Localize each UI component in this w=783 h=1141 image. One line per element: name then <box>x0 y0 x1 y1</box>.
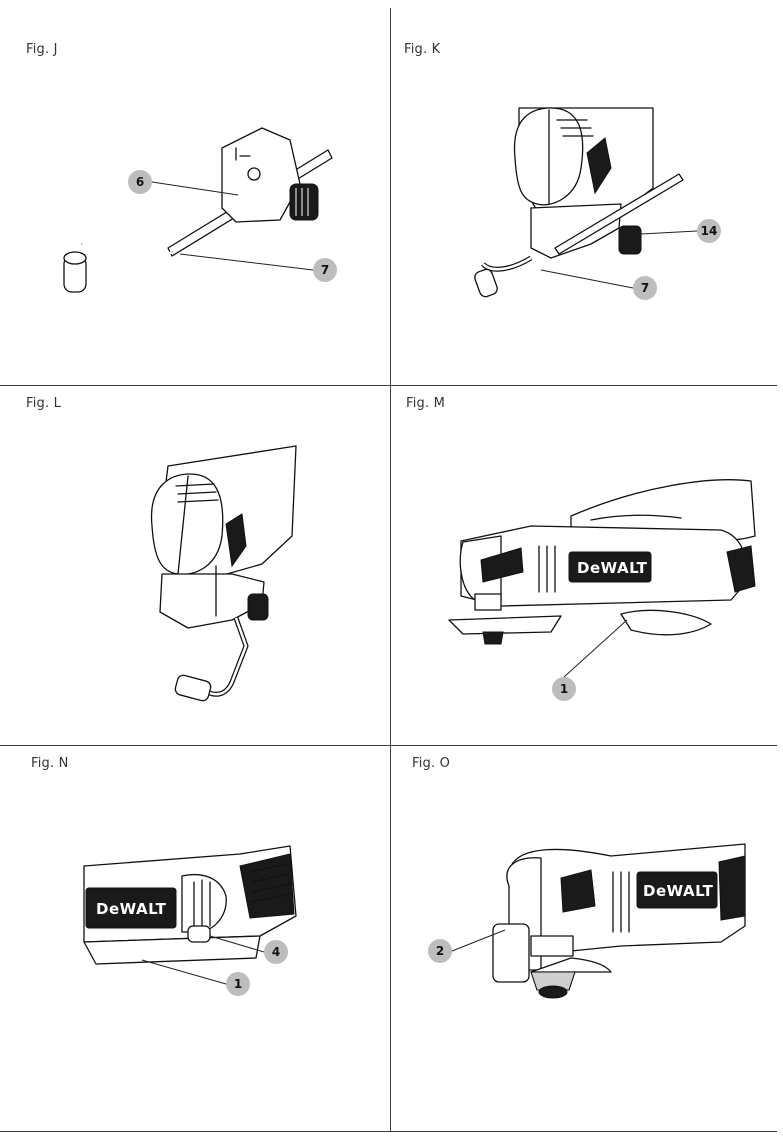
dewalt-logo-m: DeWALT <box>577 559 648 577</box>
figure-k-title: Fig. K <box>404 42 441 57</box>
callout-1-m: 1 <box>552 677 576 701</box>
callout-1-n-leader <box>141 959 227 985</box>
figure-o-title: Fig. O <box>412 756 451 771</box>
figure-j-panel: Fig. J 6 7 <box>0 8 390 385</box>
figure-l-title: Fig. L <box>26 396 62 411</box>
figure-n-panel: Fig. N DeWALT 4 1 <box>0 746 390 1131</box>
callout-6-leader <box>151 181 239 196</box>
figure-n-title: Fig. N <box>31 756 69 771</box>
callout-14: 14 <box>697 219 721 243</box>
figure-o-panel: Fig. O DeWALT 2 <box>391 746 777 1131</box>
figure-m-panel: Fig. M DeWALT 1 <box>391 386 777 745</box>
figure-k-panel: Fig. K 14 7 <box>391 8 777 385</box>
tool-with-depth-guide-illustration <box>474 107 684 298</box>
tool-held-in-hand-illustration: DeWALT <box>448 479 756 645</box>
callout-7: 7 <box>313 258 337 282</box>
vertical-divider <box>390 8 391 1132</box>
callout-1-m-leader <box>563 619 628 678</box>
depth-guide-illustration <box>63 127 333 293</box>
callout-6: 6 <box>128 170 152 194</box>
callout-4-leader <box>209 935 265 953</box>
callout-7-k-leader <box>540 269 634 289</box>
tool-depth-guide-assembled-illustration <box>150 445 297 702</box>
dewalt-logo-n: DeWALT <box>96 900 167 918</box>
figure-j-title: Fig. J <box>26 42 58 57</box>
callout-7-k: 7 <box>633 276 657 300</box>
figure-m-title: Fig. M <box>406 396 446 411</box>
tool-switch-closeup-illustration: DeWALT <box>83 845 297 965</box>
callout-7-leader <box>179 253 314 271</box>
callout-2: 2 <box>428 939 452 963</box>
callout-2-leader <box>451 929 506 952</box>
callout-4: 4 <box>264 940 288 964</box>
horizontal-divider-2 <box>0 745 777 746</box>
figure-l-panel: Fig. L <box>0 386 390 745</box>
callout-14-leader <box>640 230 698 235</box>
tool-front-view-illustration: DeWALT <box>492 843 746 999</box>
horizontal-divider-3 <box>0 1131 777 1132</box>
horizontal-divider-1 <box>0 385 777 386</box>
dewalt-logo-o: DeWALT <box>643 882 714 900</box>
callout-1-n: 1 <box>226 972 250 996</box>
